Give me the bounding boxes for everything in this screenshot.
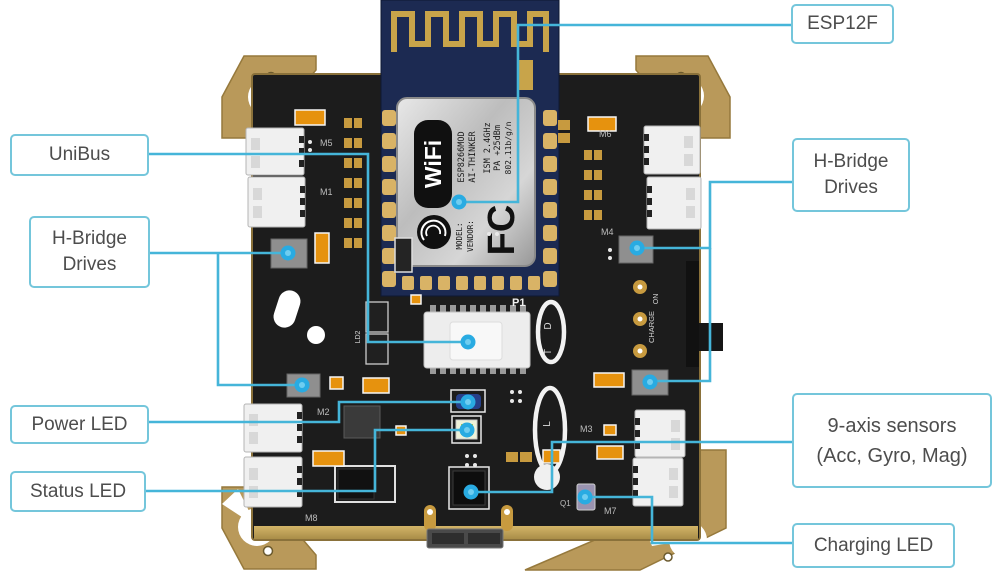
wifi-logo-text: WiFi	[420, 140, 446, 188]
silk-ld2: LD2	[355, 330, 362, 343]
silk-m4: M4	[601, 227, 614, 237]
dot-hbridge-right-upper	[629, 240, 645, 256]
esp-vendor-value: AI-THINKER	[468, 131, 478, 183]
svg-text:L: L	[542, 421, 553, 427]
callout-esp12f-label: ESP12F	[807, 13, 878, 34]
dot-nine-axis	[463, 484, 479, 500]
unibus-connector-p1	[423, 305, 531, 374]
line-charging-led	[585, 495, 792, 545]
line-nine-axis	[471, 440, 792, 494]
dot-hbridge-left-lower	[294, 377, 310, 393]
esp-model-label: MODEL:	[455, 222, 464, 249]
dot-unibus	[460, 334, 476, 350]
connector-m2	[243, 403, 303, 453]
connector-m7	[632, 457, 684, 507]
silk-charge: CHARGE	[647, 311, 656, 343]
regulator-outline	[394, 237, 413, 273]
silk-m2: M2	[317, 407, 330, 417]
esp-model-value: ESP8266MOD	[457, 131, 467, 182]
callout-charging-led-label: Charging LED	[813, 534, 934, 556]
line-esp12f	[459, 23, 791, 204]
connector-m4	[646, 176, 702, 230]
connector-m8	[243, 456, 303, 508]
callout-hbridge-left: H-Bridge Drives	[29, 216, 150, 288]
silk-q1: Q1	[560, 499, 571, 508]
esp-castellation-pads	[382, 110, 557, 290]
board-pad-pairs	[344, 118, 602, 462]
esp-module: WiFi ESP8266MOD AI-THINKER ISM 2.4GHz PA…	[380, 0, 560, 297]
fcc-mark: FC	[481, 205, 523, 256]
callout-charging-led: Charging LED	[792, 523, 955, 568]
callout-unibus: UniBus	[10, 134, 149, 176]
line-status-led	[146, 428, 467, 493]
usb-connector	[424, 505, 513, 549]
callout-hbridge-right: H-Bridge Drives	[792, 138, 910, 212]
callout-power-led: Power LED	[10, 405, 149, 444]
connector-m1	[247, 176, 306, 228]
silk-m1: M1	[320, 187, 333, 197]
line-unibus	[149, 152, 468, 344]
silk-p1: P1	[512, 297, 525, 309]
callout-nine-axis: 9-axis sensors (Acc, Gyro, Mag)	[792, 393, 992, 488]
callout-hbridge-right-line1: H-Bridge	[813, 151, 889, 172]
callout-esp12f: ESP12F	[791, 4, 894, 44]
silk-m3: M3	[580, 424, 593, 434]
line-power-led	[149, 400, 468, 424]
dot-hbridge-right-lower	[642, 374, 658, 390]
motor-connectors	[243, 125, 702, 508]
callout-lines	[146, 23, 792, 545]
callout-hbridge-left-line1: H-Bridge	[52, 228, 127, 249]
tld-silkscreen-logo: D T L	[532, 299, 568, 490]
ai-thinker-logo-icon	[417, 215, 451, 249]
connector-m3	[634, 409, 686, 458]
via-dots	[308, 140, 612, 467]
connector-m5	[245, 127, 305, 176]
dot-esp12f	[451, 194, 467, 210]
line-hbridge-left-b	[216, 253, 302, 387]
connector-m6	[643, 125, 701, 175]
esp-band: ISM 2.4GHz	[483, 122, 493, 173]
svg-text:T: T	[543, 349, 554, 355]
callout-status-led-label: Status LED	[29, 480, 127, 502]
dot-status-led	[459, 422, 475, 438]
component-outline-box	[334, 465, 396, 503]
callout-dots	[280, 194, 658, 505]
callout-power-led-label: Power LED	[31, 413, 128, 435]
silk-m6: M6	[599, 129, 612, 139]
svg-text:D: D	[543, 322, 554, 329]
silk-m8: M8	[305, 513, 318, 523]
charge-pads	[633, 280, 647, 358]
callout-status-led: Status LED	[10, 471, 146, 512]
silk-m5: M5	[320, 138, 333, 148]
callout-hbridge-left-line2: Drives	[62, 254, 117, 275]
wifi-logo-badge	[414, 120, 452, 208]
esp-protocol: 802.11b/g/n	[504, 121, 513, 174]
power-switch	[686, 261, 723, 367]
silk-m7: M7	[604, 506, 617, 516]
line-hbridge-right-a	[637, 180, 792, 250]
dot-power-led	[460, 394, 476, 410]
esp-tx-power: PA +25dBm	[493, 125, 503, 171]
wifi-antenna-trace	[391, 11, 549, 52]
callout-hbridge-right-line2: Drives	[824, 177, 878, 198]
dot-hbridge-left-upper	[280, 245, 296, 261]
callout-unibus-label: UniBus	[48, 144, 111, 165]
dot-charging-led	[577, 489, 593, 505]
esp-vendor-label: VENDOR:	[466, 220, 475, 252]
board-cutout-oval	[273, 290, 301, 328]
callout-nine-axis-line1: 9-axis sensors	[827, 414, 957, 437]
silk-on: ON	[653, 294, 660, 305]
board-cutout-hole	[307, 326, 325, 344]
callout-nine-axis-line2: (Acc, Gyro, Mag)	[816, 444, 968, 467]
line-hbridge-right-b	[650, 248, 712, 383]
